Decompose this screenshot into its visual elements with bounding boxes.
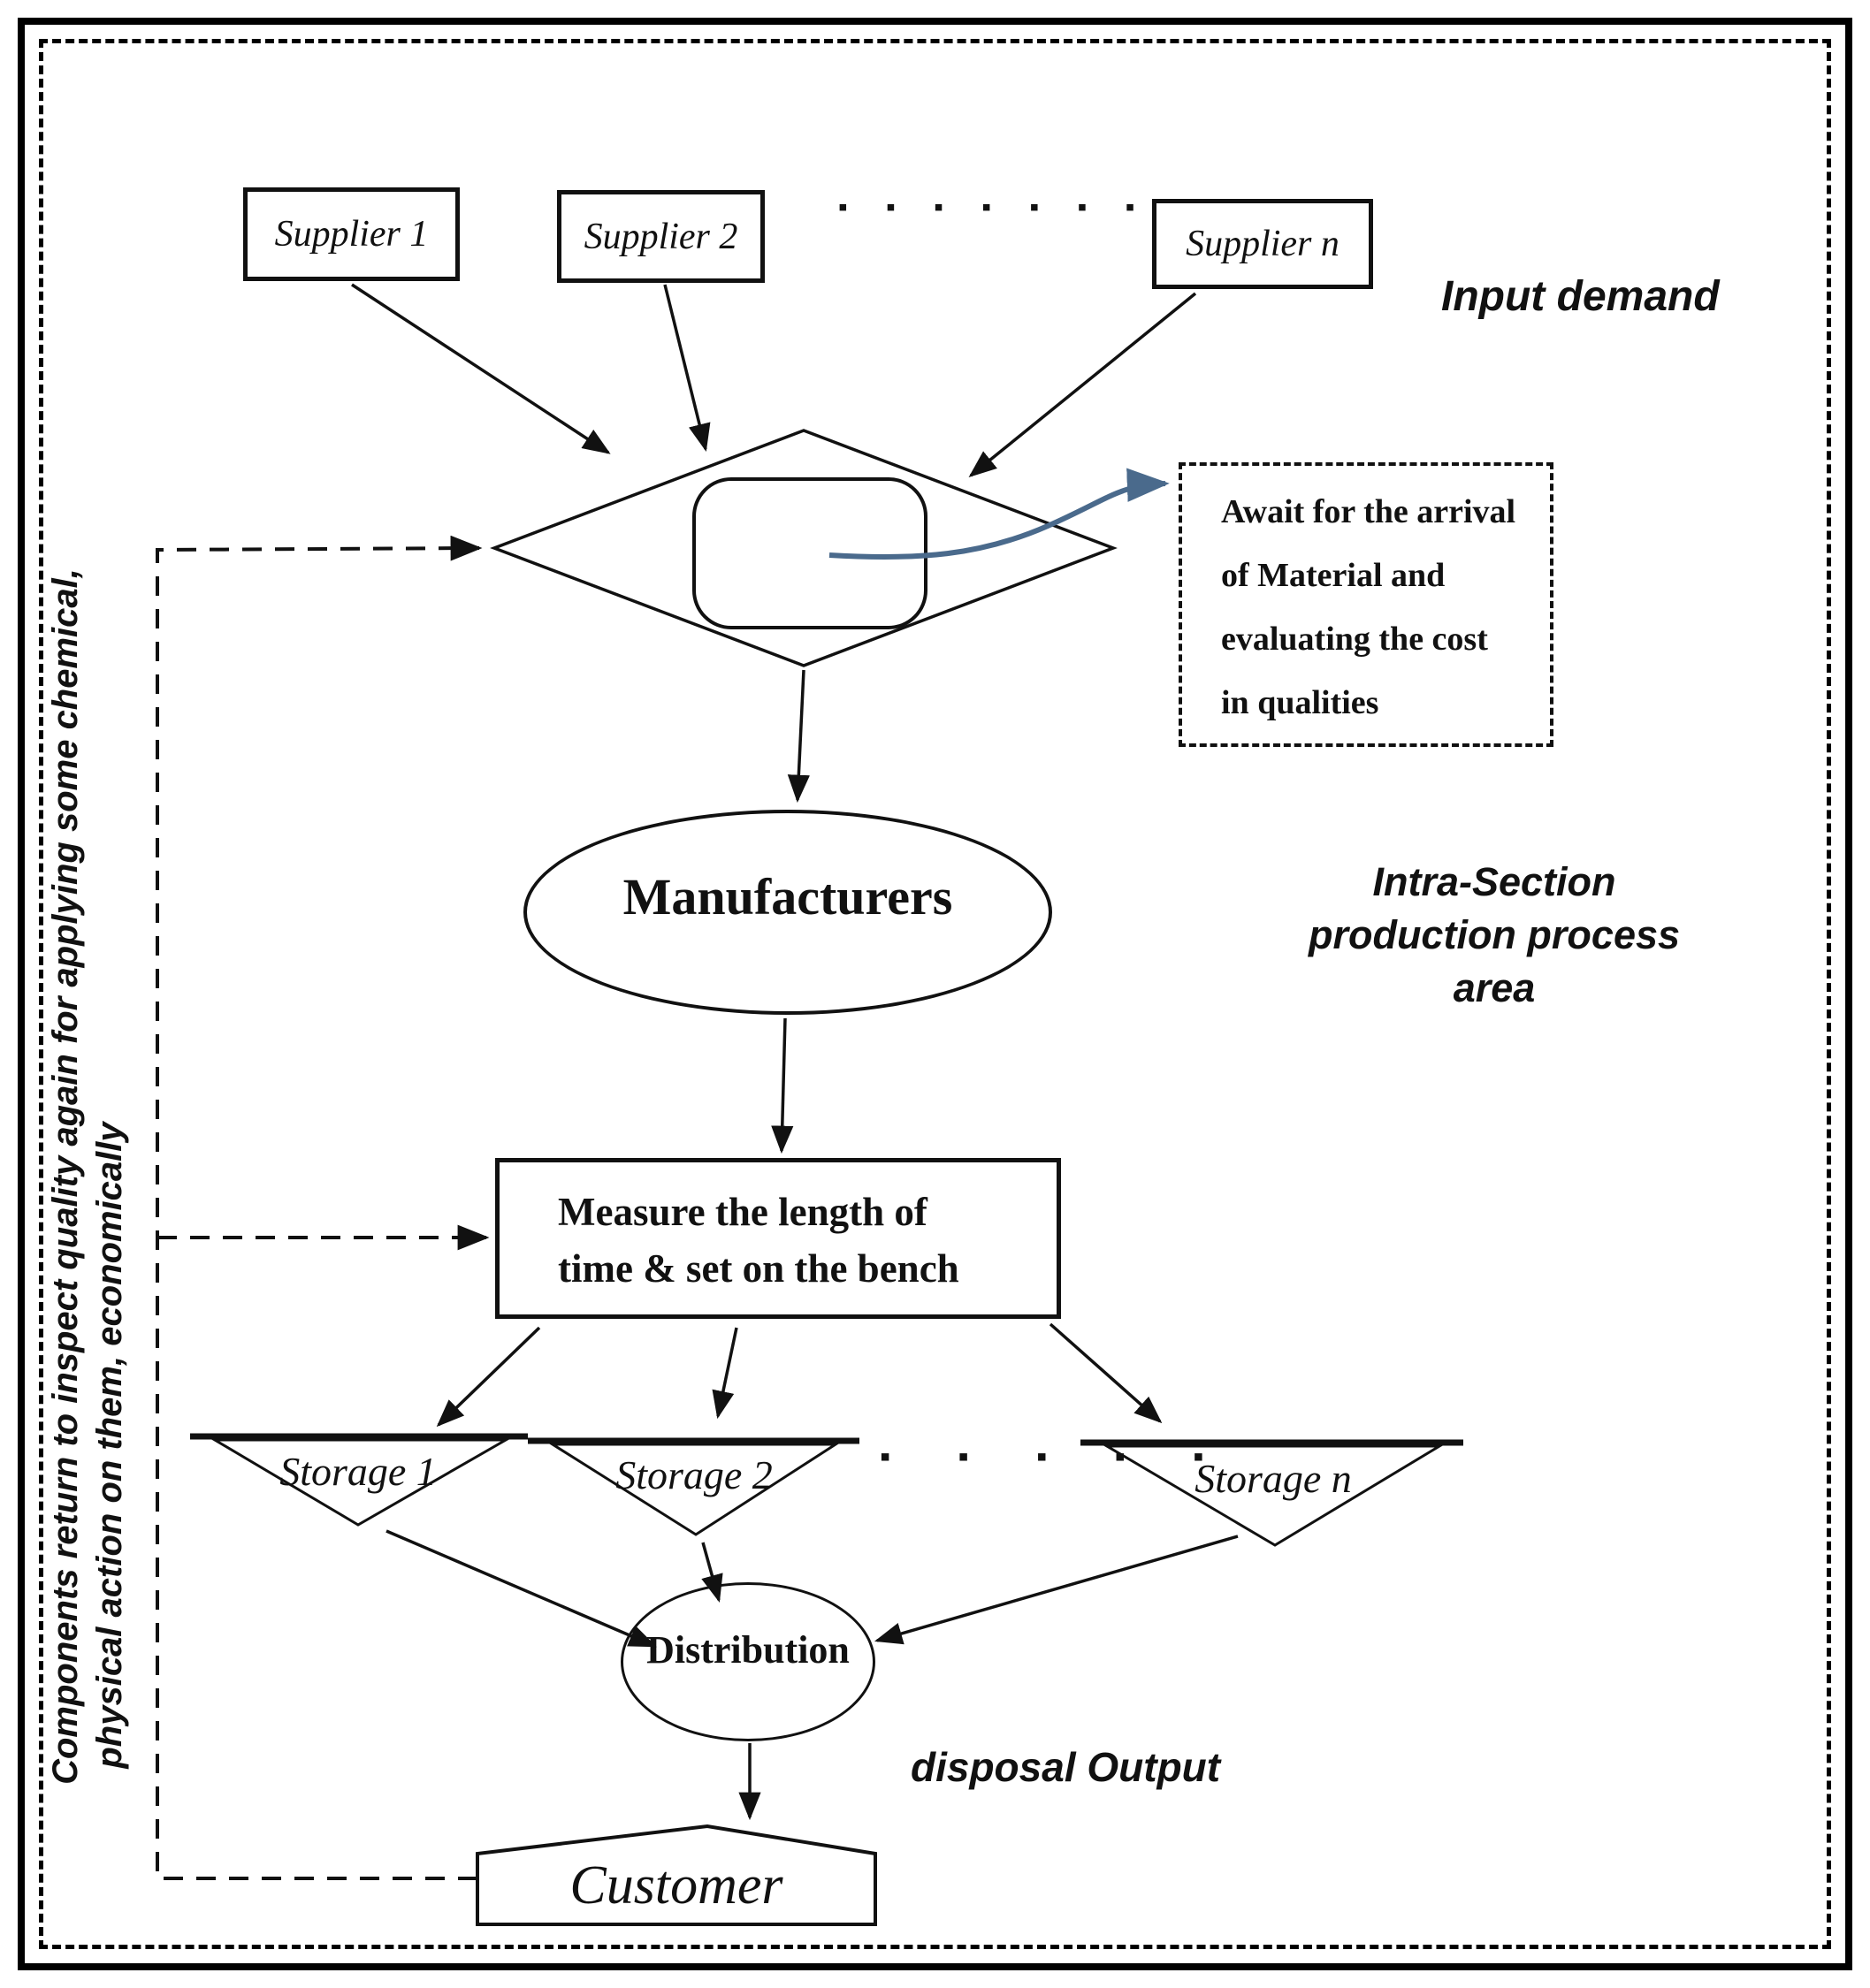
outer-frame-border (18, 18, 1852, 1970)
supplier-2-box: Supplier 2 (557, 190, 765, 283)
supplier-n-label: Supplier n (1186, 224, 1340, 264)
left-note-line2: physical action on them, economically (90, 1122, 129, 1769)
intra-section-line1: Intra-Section (1372, 859, 1616, 904)
manufacturers-ellipse: Manufacturers (523, 810, 1052, 1015)
await-note-line4: in qualities (1221, 684, 1379, 721)
await-note-line2: of Material and (1221, 557, 1446, 594)
measure-line1: Measure the length of (558, 1190, 927, 1234)
disposal-output-label: disposal Output (911, 1744, 1221, 1790)
inner-dashed-frame (39, 39, 1831, 1949)
supplier-ellipsis-dots: ▪ ▪ ▪ ▪ ▪ ▪ ▪ (838, 193, 1151, 222)
storage-1-label: Storage 1 (279, 1449, 437, 1494)
intra-section-label: Intra-Section production process area (1256, 856, 1733, 1015)
inspection-rounded-rect (692, 477, 927, 629)
storage2-triangle (547, 1443, 841, 1536)
manufacturers-label: Manufacturers (622, 867, 953, 925)
intra-section-line3: area (1453, 965, 1536, 1010)
storage-ellipsis-dots: ▪ ▪ ▪ ▪ ▪ (880, 1441, 1234, 1474)
storage-n-label: Storage n (1195, 1456, 1352, 1501)
supplier-2-label: Supplier 2 (584, 216, 738, 257)
distribution-label: Distribution (646, 1627, 850, 1672)
storage-n-triangle (1102, 1444, 1445, 1547)
left-note-line1: Components return to inspect quality aga… (46, 568, 85, 1785)
supplier-1-box: Supplier 1 (243, 187, 460, 281)
intra-section-line2: production process (1308, 912, 1681, 957)
distribution-ellipse: Distribution (621, 1582, 875, 1741)
await-note-box: Await for the arrival of Material and ev… (1179, 462, 1553, 747)
await-note-line3: evaluating the cost (1221, 621, 1488, 658)
measure-line2: time & set on the bench (558, 1246, 959, 1291)
input-demand-label: Input demand (1441, 273, 1720, 320)
customer-label: Customer (569, 1855, 783, 1916)
supplier-n-box: Supplier n (1152, 199, 1373, 289)
await-note-line1: Await for the arrival (1221, 493, 1516, 530)
storage-2-label: Storage 2 (615, 1452, 773, 1497)
measure-box: Measure the length of time & set on the … (495, 1158, 1061, 1319)
supplier-1-label: Supplier 1 (274, 214, 429, 255)
